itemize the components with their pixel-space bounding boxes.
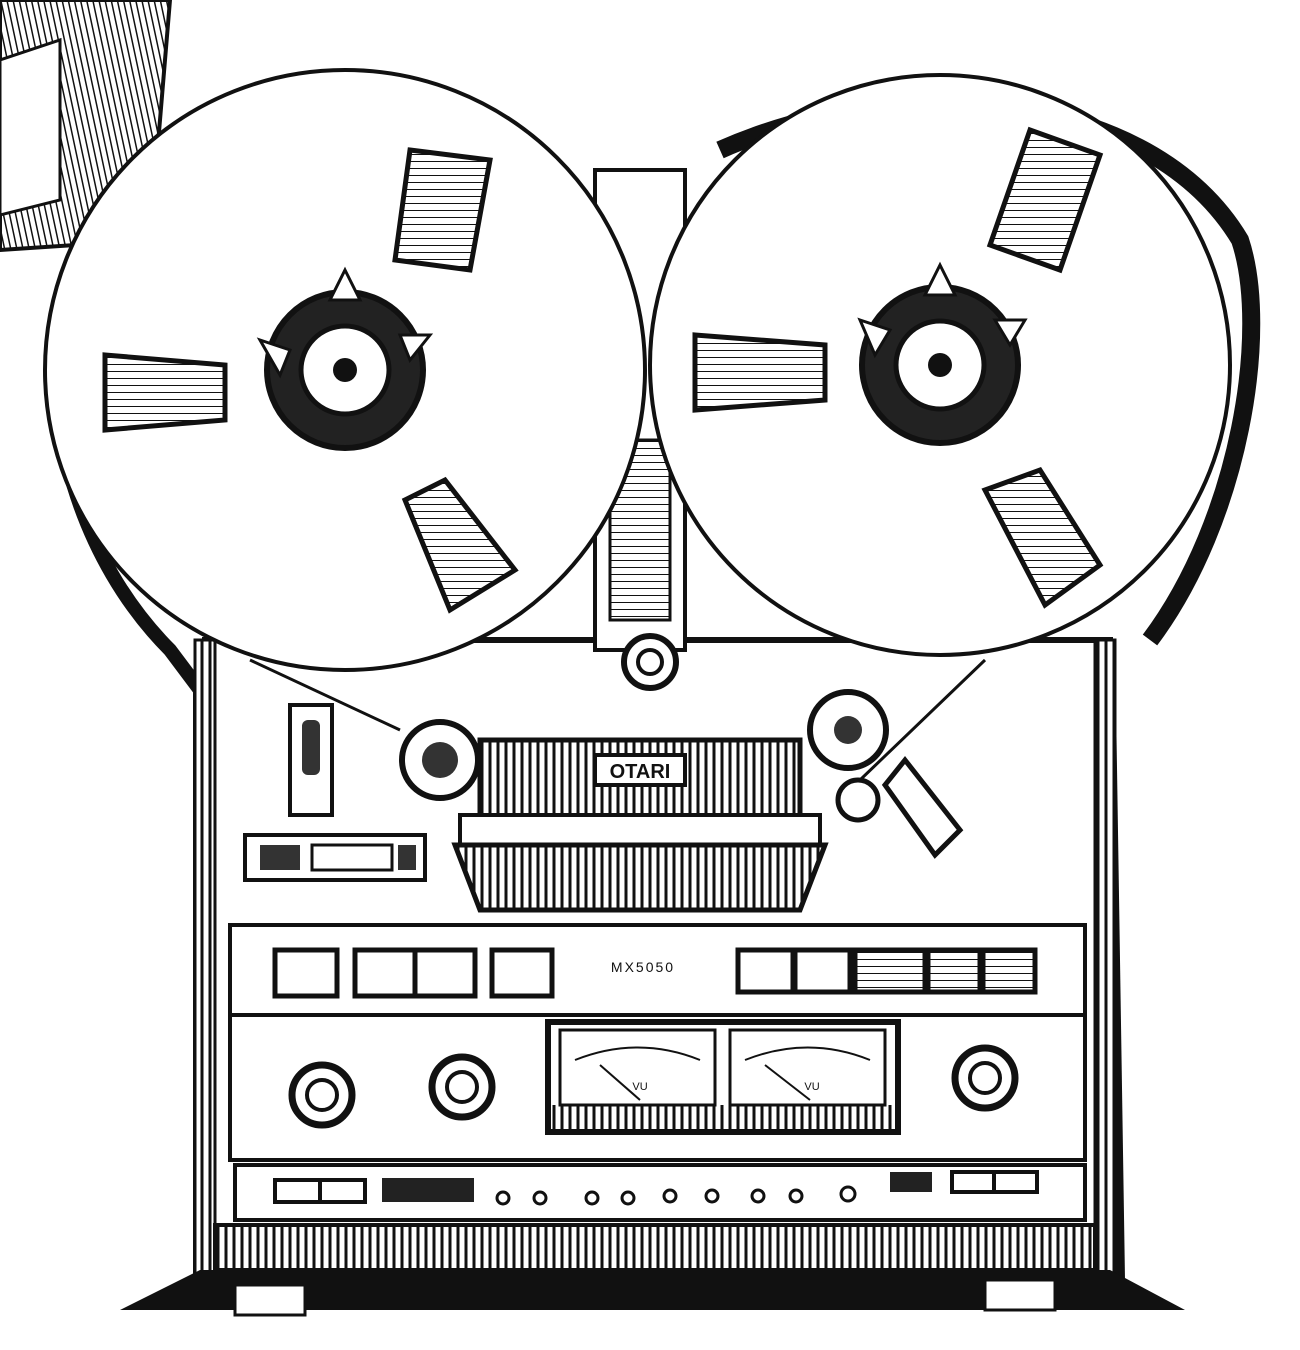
left-reel xyxy=(43,68,647,672)
right-reel xyxy=(648,73,1232,657)
reel-window xyxy=(392,147,493,273)
jack xyxy=(662,1188,678,1204)
jack xyxy=(532,1190,548,1206)
stop-button[interactable] xyxy=(489,947,555,999)
jack xyxy=(495,1190,511,1206)
mode-switch[interactable] xyxy=(890,1172,932,1192)
slide-switch[interactable] xyxy=(382,1178,474,1202)
function-button[interactable] xyxy=(852,947,928,995)
bottom-grille xyxy=(120,1223,1185,1317)
left-foot xyxy=(120,1270,1185,1310)
play-button[interactable] xyxy=(412,947,478,999)
right-vu-meter xyxy=(728,1028,887,1107)
jack xyxy=(788,1188,804,1204)
transport-controls: MX5050 xyxy=(228,923,1087,1017)
switch-row xyxy=(233,1163,1087,1222)
brand-plate xyxy=(593,753,687,787)
left-vu-label: VU xyxy=(632,1081,647,1093)
reel-window xyxy=(401,476,519,614)
model-label: MX5050 xyxy=(611,959,675,975)
reel-window xyxy=(102,352,228,433)
function-button[interactable] xyxy=(925,947,983,995)
brand-name: OTARI xyxy=(610,761,671,783)
left-vu-meter xyxy=(558,1028,717,1107)
jack xyxy=(704,1188,720,1204)
function-button[interactable] xyxy=(735,947,796,995)
rewind-button[interactable] xyxy=(272,947,340,999)
reel-window xyxy=(986,126,1104,274)
pinch-arm xyxy=(881,755,964,859)
function-button[interactable] xyxy=(792,947,853,995)
fast-forward-button[interactable] xyxy=(352,947,418,999)
function-button[interactable] xyxy=(980,947,1038,995)
right-vu-label: VU xyxy=(804,1081,819,1093)
jack xyxy=(620,1190,636,1206)
meter-panel: VU VU xyxy=(228,1013,1087,1162)
jack xyxy=(750,1188,766,1204)
transport-deck: OTARI xyxy=(243,658,987,913)
jack xyxy=(839,1185,857,1203)
reel-window xyxy=(692,332,828,413)
reel-window xyxy=(981,466,1104,609)
jack xyxy=(584,1190,600,1206)
